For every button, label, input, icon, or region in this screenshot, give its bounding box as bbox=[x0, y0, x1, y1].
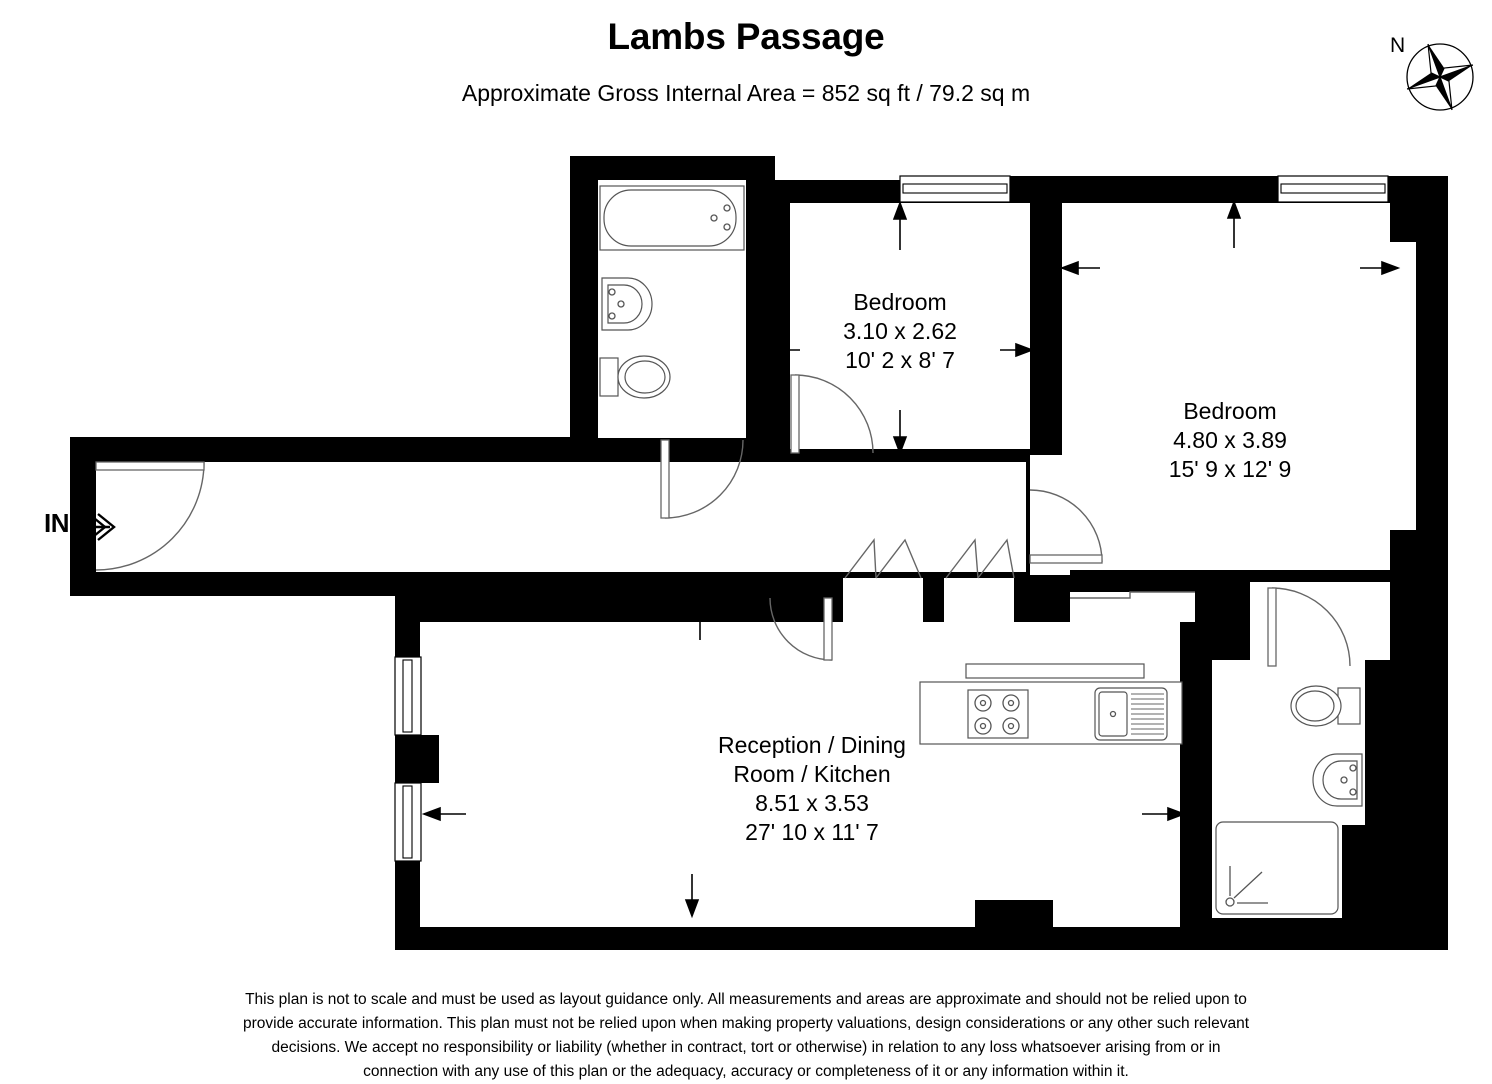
entrance-label: IN bbox=[44, 508, 70, 538]
dim-arrow-bedroom1-left bbox=[759, 342, 800, 358]
bathroom2-fixtures bbox=[1215, 685, 1363, 915]
dimension-arrows bbox=[421, 199, 1401, 919]
reception-door bbox=[769, 597, 833, 661]
window-left-lower bbox=[394, 782, 422, 862]
dim-arrow-reception-top bbox=[692, 591, 708, 640]
dim-arrow-bedroom2-bottom bbox=[1219, 598, 1235, 647]
room-label-bedroom-1: Bedroom 3.10 x 2.62 10' 2 x 8' 7 bbox=[780, 288, 1020, 375]
windows-layer bbox=[394, 175, 1389, 862]
kitchen-fixtures bbox=[919, 663, 1183, 745]
room-label-bedroom-2: Bedroom 4.80 x 3.89 15' 9 x 12' 9 bbox=[1110, 397, 1350, 484]
bathtub-icon bbox=[599, 185, 745, 251]
room-dimension-imperial: 27' 10 x 11' 7 bbox=[745, 819, 879, 845]
compass-rose-icon bbox=[1406, 43, 1474, 111]
room-name: Bedroom bbox=[853, 289, 947, 315]
dim-arrow-bedroom1-right bbox=[1000, 342, 1035, 358]
bedroom1-door bbox=[790, 374, 874, 454]
room-name: Bedroom bbox=[1183, 398, 1277, 424]
window-top-right bbox=[1277, 175, 1389, 203]
room-dimension-imperial: 10' 2 x 8' 7 bbox=[845, 347, 955, 373]
window-top-left bbox=[899, 175, 1011, 203]
wash-basin-icon bbox=[601, 277, 653, 331]
room-dimension-imperial: 15' 9 x 12' 9 bbox=[1168, 456, 1292, 482]
compass-north-label: N bbox=[1390, 34, 1406, 57]
cupboard1-doors bbox=[844, 538, 922, 579]
entrance-arrow-icon bbox=[84, 513, 116, 541]
disclaimer-line-3: decisions. We accept no responsibility o… bbox=[271, 1039, 1221, 1056]
dim-arrow-reception-left bbox=[421, 806, 466, 822]
compass-rose: N bbox=[1385, 22, 1485, 122]
toilet-icon-2 bbox=[1290, 685, 1361, 727]
area-subtitle: Approximate Gross Internal Area = 852 sq… bbox=[461, 80, 1031, 106]
entrance-door bbox=[95, 461, 205, 571]
bathroom2-door bbox=[1267, 587, 1351, 667]
room-dimension-metric: 3.10 x 2.62 bbox=[843, 318, 957, 344]
bathroom1-fixtures bbox=[599, 185, 745, 399]
dim-arrow-reception-right bbox=[1142, 806, 1187, 822]
dim-arrow-reception-bottom bbox=[684, 874, 700, 919]
doors-layer bbox=[95, 374, 1351, 667]
room-name-line-1: Reception / Dining bbox=[718, 732, 906, 758]
bathroom1-door bbox=[660, 439, 744, 519]
room-name-line-2: Room / Kitchen bbox=[733, 761, 891, 787]
dim-arrow-bedroom1-bottom bbox=[892, 410, 908, 456]
disclaimer-text: This plan is not to scale and must be us… bbox=[196, 988, 1296, 1084]
sink-with-drainer-icon bbox=[1094, 687, 1168, 741]
hob-icon bbox=[967, 689, 1029, 739]
page-title: Lambs Passage bbox=[607, 16, 885, 57]
disclaimer-line-2: provide accurate information. This plan … bbox=[242, 1015, 1250, 1032]
cupboard2-doors bbox=[945, 538, 1015, 579]
dim-arrow-bedroom1-top bbox=[892, 200, 908, 250]
disclaimer-line-4: connection with any use of this plan or … bbox=[363, 1063, 1129, 1080]
wash-basin-icon-2 bbox=[1312, 753, 1363, 807]
dim-arrow-bedroom2-right bbox=[1360, 260, 1401, 276]
room-label-reception-dining-kitchen: Reception / Dining Room / Kitchen 8.51 x… bbox=[672, 731, 952, 847]
dim-arrow-bedroom2-left bbox=[1059, 260, 1100, 276]
room-dimension-metric: 4.80 x 3.89 bbox=[1173, 427, 1287, 453]
disclaimer-line-1: This plan is not to scale and must be us… bbox=[245, 991, 1247, 1008]
shower-tray-icon bbox=[1215, 821, 1339, 915]
room-dimension-metric: 8.51 x 3.53 bbox=[755, 790, 869, 816]
dim-arrow-bedroom2-top bbox=[1226, 199, 1242, 248]
window-left-upper bbox=[394, 656, 422, 736]
toilet-icon bbox=[599, 355, 671, 399]
airing-cupboard-shelf bbox=[1070, 591, 1195, 599]
bedroom2-door bbox=[1029, 489, 1103, 564]
